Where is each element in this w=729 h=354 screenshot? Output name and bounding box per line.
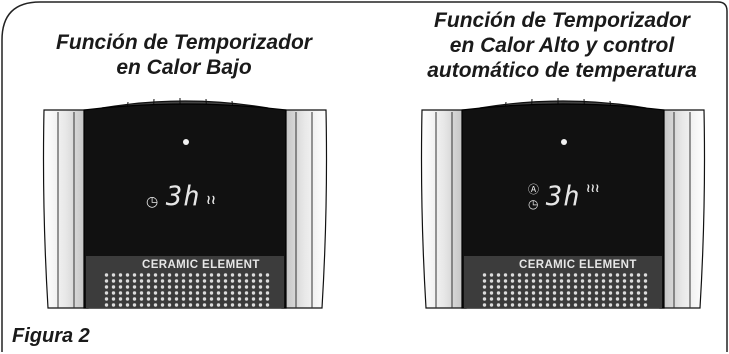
clock-icon: ◷ [528, 197, 539, 211]
right-title-line-1: Función de Temporizador [434, 9, 690, 32]
heater-body-graphic [42, 98, 328, 309]
left-title-line-1: Función de Temporizador [56, 31, 312, 54]
left-panel-title: Función de Temporizador en Calor Bajo [0, 30, 368, 80]
ceramic-element-label: CERAMIC ELEMENT [519, 259, 637, 271]
figure-caption: Figura 2 [12, 325, 90, 347]
heater-low-heat: ◷ 3h ≀≀ CERAMIC ELEMENT [40, 98, 330, 309]
left-title-line-2: en Calor Bajo [116, 56, 252, 79]
clock-icon: ◷ [146, 194, 159, 210]
auto-mode-icon: Ⓐ [528, 183, 539, 196]
timer-display: 3h [166, 181, 201, 212]
ceramic-element-label: CERAMIC ELEMENT [142, 259, 260, 271]
right-panel-title: Función de Temporizador en Calor Alto y … [395, 8, 729, 83]
timer-display: 3h [546, 181, 581, 212]
heater-high-heat-auto: Ⓐ ◷ 3h ≀≀≀ CERAMIC ELEMENT [418, 98, 708, 309]
high-heat-icon: ≀≀≀ [586, 181, 600, 195]
right-title-line-2: en Calor Alto y control [449, 34, 675, 57]
right-title-line-3: automático de temperatura [427, 59, 697, 82]
heater-body-graphic [420, 98, 706, 309]
low-heat-icon: ≀≀ [206, 193, 216, 208]
